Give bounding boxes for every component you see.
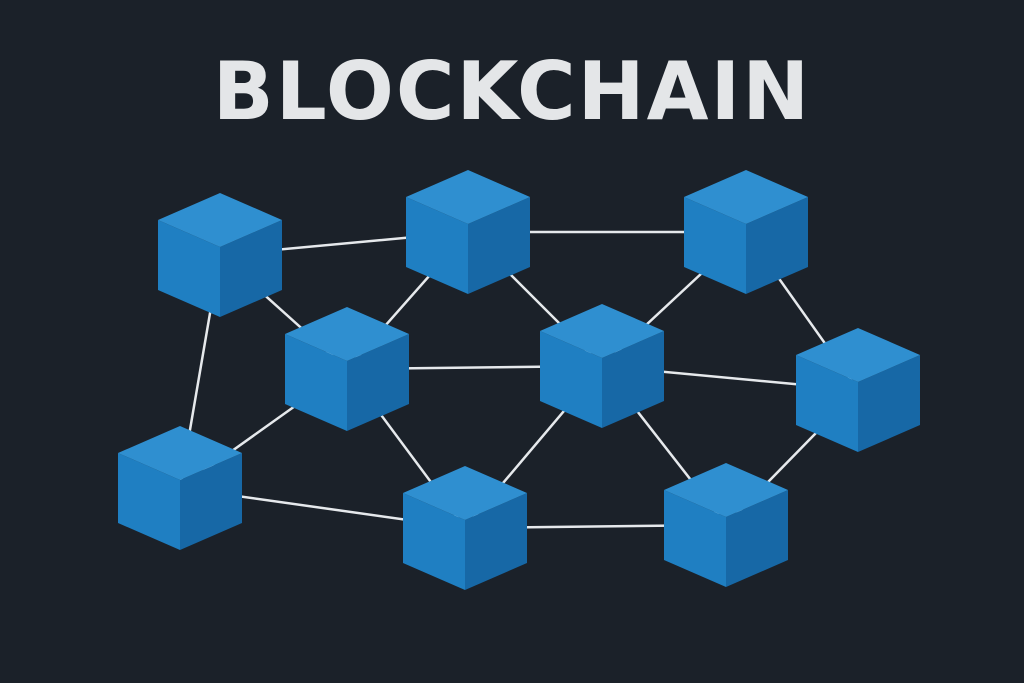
cube-left-face	[403, 493, 465, 590]
cube-left-face	[684, 197, 746, 294]
cube-right-face	[858, 355, 920, 452]
cube-right-face	[465, 493, 527, 590]
cube-right-face	[726, 490, 788, 587]
cube-right-face	[347, 334, 409, 431]
cube-right-face	[602, 331, 664, 428]
cube-top-face	[403, 466, 527, 520]
cube-left-face	[540, 331, 602, 428]
cube-icon	[540, 304, 664, 428]
cube-right-face	[746, 197, 808, 294]
cube-top-face	[664, 463, 788, 517]
cube-icon	[158, 193, 282, 317]
cube-top-face	[158, 193, 282, 247]
cube-left-face	[664, 490, 726, 587]
cube-icon	[664, 463, 788, 587]
cube-icon	[118, 426, 242, 550]
cube-left-face	[158, 220, 220, 317]
cube-top-face	[684, 170, 808, 224]
page-title: BLOCKCHAIN	[212, 45, 812, 138]
cube-right-face	[180, 453, 242, 550]
cube-right-face	[468, 197, 530, 294]
cube-top-face	[796, 328, 920, 382]
cube-left-face	[118, 453, 180, 550]
cube-top-face	[285, 307, 409, 361]
cube-icon	[684, 170, 808, 294]
cube-top-face	[118, 426, 242, 480]
cube-left-face	[406, 197, 468, 294]
cube-top-face	[406, 170, 530, 224]
cube-icon	[285, 307, 409, 431]
cube-top-face	[540, 304, 664, 358]
block-nodes	[118, 170, 920, 590]
cube-left-face	[796, 355, 858, 452]
cube-left-face	[285, 334, 347, 431]
cube-icon	[406, 170, 530, 294]
cube-icon	[403, 466, 527, 590]
cube-icon	[796, 328, 920, 452]
cube-right-face	[220, 220, 282, 317]
